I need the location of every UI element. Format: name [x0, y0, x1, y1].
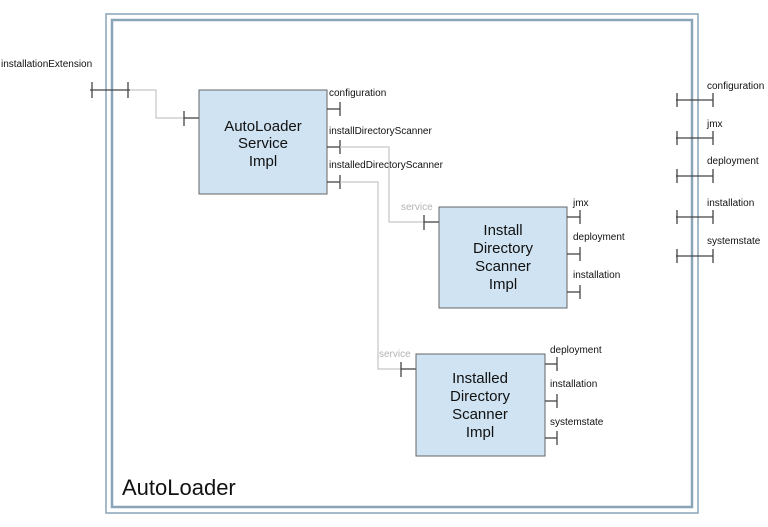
external-port-systemstate — [676, 249, 714, 263]
external-port-label-systemstate: systemstate — [707, 236, 761, 247]
external-port-deployment — [676, 169, 714, 183]
port-installation-install-scanner — [567, 285, 581, 299]
install-scanner-line-1: Install — [483, 222, 522, 239]
service-label-install-scanner: service — [401, 202, 433, 213]
external-port-jmx — [676, 131, 714, 145]
installed-scanner-line-2: Directory — [450, 388, 511, 405]
install-scanner-line-3: Scanner — [475, 258, 531, 275]
port-label-install-directory-scanner: installDirectoryScanner — [329, 126, 432, 137]
port-installation-installed-scanner — [545, 394, 558, 408]
required-port-autoloader-service — [183, 111, 199, 126]
port-label-installed-directory-scanner: installedDirectoryScanner — [329, 160, 444, 171]
wire-installation-extension — [130, 89, 184, 119]
external-port-label-configuration: configuration — [707, 81, 764, 92]
autoloader-service-line-2: Service — [238, 135, 288, 152]
wire-install-directory-scanner — [340, 146, 424, 223]
port-label-jmx-install-scanner: jmx — [572, 198, 589, 209]
service-port-installed-scanner — [400, 362, 416, 377]
autoloader-service-impl-box — [198, 89, 328, 195]
autoloader-service-line-3: Impl — [249, 153, 277, 170]
install-scanner-line-4: Impl — [489, 276, 517, 293]
external-port-installation-extension — [90, 82, 130, 98]
external-port-label-jmx: jmx — [706, 119, 723, 130]
port-label-installation-install-scanner: installation — [573, 270, 620, 281]
port-label-deployment-installed-scanner: deployment — [550, 345, 602, 356]
external-port-installation — [676, 210, 714, 224]
install-directory-scanner-impl-box — [438, 206, 568, 309]
installed-directory-scanner-impl-box — [415, 353, 546, 457]
port-label-systemstate-installed-scanner: systemstate — [550, 417, 604, 428]
external-port-label-installation: installation — [707, 198, 754, 209]
port-deployment-install-scanner — [567, 247, 581, 261]
external-port-label-deployment: deployment — [707, 156, 759, 167]
wire-installed-directory-scanner — [340, 181, 401, 370]
installed-scanner-line-4: Impl — [466, 424, 494, 441]
port-label-installation-installed-scanner: installation — [550, 379, 597, 390]
port-label-deployment-install-scanner: deployment — [573, 232, 625, 243]
install-scanner-line-2: Directory — [473, 240, 534, 257]
service-port-install-scanner — [423, 215, 439, 230]
installed-scanner-line-3: Scanner — [452, 406, 508, 423]
autoloader-service-line-1: AutoLoader — [224, 118, 302, 135]
port-configuration-service — [327, 102, 341, 116]
external-port-label-installation-extension: installationExtension — [1, 59, 92, 70]
port-deployment-installed-scanner — [545, 357, 558, 371]
external-port-configuration — [676, 93, 714, 107]
port-label-configuration-service: configuration — [329, 88, 386, 99]
port-systemstate-installed-scanner — [545, 431, 558, 445]
port-jmx-install-scanner — [567, 210, 581, 224]
container-title: AutoLoader — [122, 475, 236, 500]
installed-scanner-line-1: Installed — [452, 370, 508, 387]
service-label-installed-scanner: service — [379, 349, 411, 360]
